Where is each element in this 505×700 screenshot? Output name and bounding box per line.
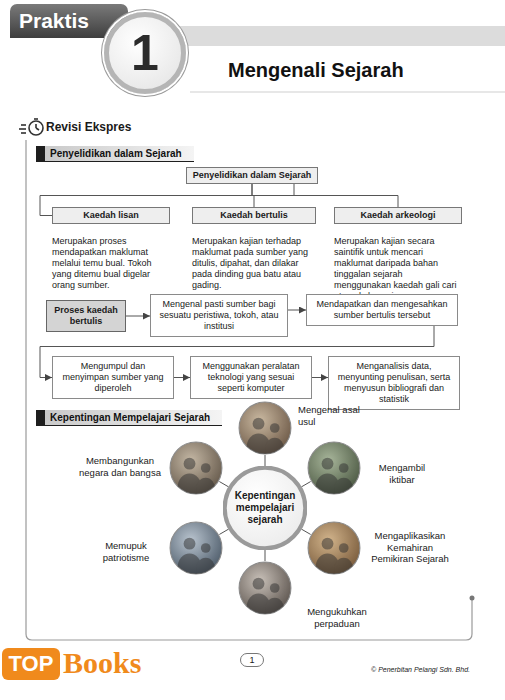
method-heading: Kaedah lisan xyxy=(52,207,170,224)
method-description: Merupakan proses mendapatkan maklumat me… xyxy=(52,236,170,291)
photo-circle: Mengukuhkan perpaduan xyxy=(238,561,292,615)
photo-circle: Mengambil iktibar xyxy=(307,441,361,495)
photo-figures xyxy=(316,538,354,575)
watermark-box xyxy=(2,648,60,680)
photo-circle: Membangunkan negara dan bangsa xyxy=(169,441,223,495)
connector xyxy=(219,529,228,534)
process-box: Mendapatkan dan mengesahkan sumber bertu… xyxy=(306,294,458,326)
method-box: Kaedah lisanMerupakan proses mendapatkan… xyxy=(52,207,170,291)
process-box: Mengumpul dan menyimpan sumber yang dipe… xyxy=(52,356,174,399)
hub-text: Kepentingan mempelajari sejarah xyxy=(223,490,307,526)
connector xyxy=(265,550,266,561)
section-heading-band-text: Kepentingan Mempelajari Sejarah xyxy=(50,410,210,425)
photo-figures xyxy=(178,538,216,575)
photo-caption: Membangunkan negara dan bangsa xyxy=(74,455,166,478)
photo-figures xyxy=(247,418,285,455)
process-box: Menganalisis data, menyunting penulisan,… xyxy=(328,356,460,410)
stopwatch-icon xyxy=(19,119,43,135)
photo-circle: Memupuk patriotisme xyxy=(169,521,223,575)
watermark: TOP xyxy=(2,650,60,678)
method-description: Merupakan kajian secara saintifik untuk … xyxy=(334,236,462,302)
section-heading-band: Kepentingan Mempelajari Sejarah xyxy=(36,410,222,426)
process-box: Menggunakan peralatan teknologi yang ses… xyxy=(190,356,312,399)
copyright-note: © Penerbitan Pelangi Sdn. Bhd. xyxy=(318,665,470,674)
chapter-number-circle-text: 1 xyxy=(131,24,159,82)
connector xyxy=(301,482,310,487)
method-description: Merupakan kajian terhadap maklumat pada … xyxy=(192,236,316,291)
connector xyxy=(219,482,228,487)
circle-outline xyxy=(169,441,223,495)
hub-circle: Kepentingan mempelajari sejarah xyxy=(223,466,307,550)
page-title: Mengenali Sejarah xyxy=(228,58,404,82)
circle-outline xyxy=(307,521,361,575)
photo-caption: Mengenal asal usul xyxy=(298,404,368,427)
frame-dot xyxy=(470,596,475,601)
chapter-number-circle: 1 xyxy=(104,12,186,94)
connector xyxy=(174,377,190,378)
connector xyxy=(312,377,328,378)
section-heading-band: Penyelidikan dalam Sejarah xyxy=(36,146,194,162)
process-box: Mengenal pasti sumber bagi sesuatu peris… xyxy=(150,294,288,337)
circle-outline xyxy=(238,561,292,615)
connector xyxy=(301,529,310,534)
process-box-text: Mengenal pasti sumber bagi sesuatu peris… xyxy=(156,299,282,332)
method-box: Kaedah bertulisMerupakan kajian terhadap… xyxy=(192,207,316,291)
circle-outline xyxy=(307,441,361,495)
page-number: 1 xyxy=(240,653,264,667)
circle-outline xyxy=(238,401,292,455)
process-box-text: Menggunakan peralatan teknologi yang ses… xyxy=(196,361,306,394)
root-box: Penyelidikan dalam Sejarah xyxy=(186,167,318,184)
photo-circle: Mengaplikasikan Kemahiran Pemikiran Seja… xyxy=(307,521,361,575)
method-heading: Kaedah arkeologi xyxy=(334,207,462,224)
process-box-text: Mendapatkan dan mengesahkan sumber bertu… xyxy=(312,299,452,321)
connector xyxy=(288,310,306,311)
process-box-text: Menganalisis data, menyunting penulisan,… xyxy=(334,361,454,405)
connector xyxy=(126,316,150,317)
circle-outline xyxy=(169,521,223,575)
photo-caption: Memupuk patriotisme xyxy=(88,540,164,563)
start-box-text: Proses kaedah bertulis xyxy=(51,305,121,327)
start-box: Proses kaedah bertulis xyxy=(46,300,126,332)
process-box-text: Mengumpul dan menyimpan sumber yang dipe… xyxy=(58,361,168,394)
method-box: Kaedah arkeologiMerupakan kajian secara … xyxy=(334,207,462,302)
revision-frame xyxy=(26,140,472,640)
photo-caption: Mengambil iktibar xyxy=(366,462,438,485)
section-title: Revisi Ekspres xyxy=(46,120,131,135)
connector xyxy=(252,184,398,207)
photo-figures xyxy=(178,458,216,495)
photo-figures xyxy=(316,458,354,495)
header-rule xyxy=(190,92,505,93)
photo-caption: Mengukuhkan perpaduan xyxy=(296,606,378,629)
photo-figures xyxy=(247,578,285,615)
photo-circle: Mengenal asal usul xyxy=(238,401,292,455)
section-heading-band-text: Penyelidikan dalam Sejarah xyxy=(50,146,182,161)
photo-caption: Mengaplikasikan Kemahiran Pemikiran Seja… xyxy=(366,530,454,565)
root-box-text: Penyelidikan dalam Sejarah xyxy=(190,170,314,181)
method-heading: Kaedah bertulis xyxy=(192,207,316,224)
watermark: Books xyxy=(63,645,141,681)
connector xyxy=(265,455,266,466)
